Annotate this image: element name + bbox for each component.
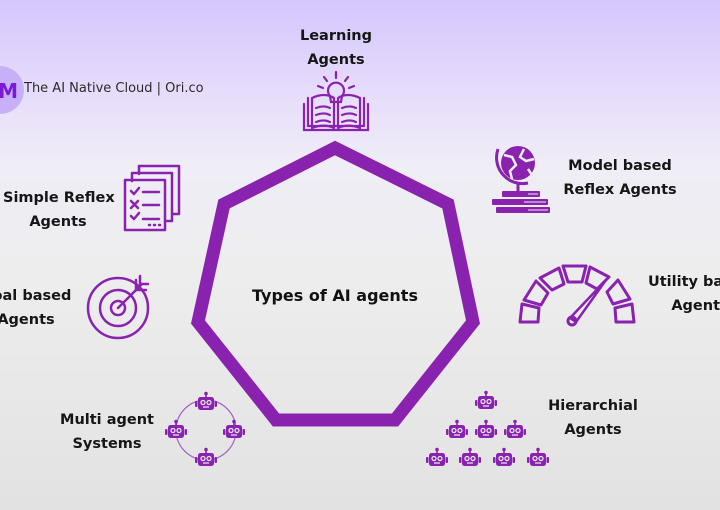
- robot-icon: [527, 447, 549, 466]
- label-line: Hierarchial: [548, 398, 638, 414]
- label-line: Reflex Agents: [563, 182, 677, 198]
- label-line: Model based: [568, 158, 672, 174]
- label-simple-reflex-agents: Simple Reflex Agents: [3, 186, 115, 234]
- robot-circle-icon: [165, 391, 245, 466]
- brand-logo-letter: M: [0, 79, 18, 103]
- robot-icon: [195, 447, 217, 466]
- robot-pyramid-icon: [426, 390, 549, 466]
- speedometer-gauge-icon: [518, 264, 636, 327]
- open-book-lightbulb-icon: [302, 70, 370, 132]
- robot-icon: [223, 419, 245, 438]
- label-line: Agents: [671, 298, 720, 314]
- label-multi-agent-systems: Multi agent Systems: [52, 408, 162, 456]
- robot-icon: [446, 419, 468, 438]
- robot-icon: [426, 447, 448, 466]
- globe-books-icon: [492, 146, 550, 213]
- label-line: Agents: [0, 312, 55, 328]
- label-utility-based-agents: Utility based Agents: [640, 270, 720, 318]
- robot-icon: [475, 419, 497, 438]
- brand-text: The AI Native Cloud | Ori.co: [24, 81, 204, 96]
- label-learning-agents: Learning Agents: [286, 24, 386, 72]
- label-line: Agents: [29, 214, 87, 230]
- label-line: Simple Reflex: [3, 190, 115, 206]
- label-line: Multi agent: [60, 412, 154, 428]
- robot-icon: [195, 391, 217, 410]
- label-line: Agents: [564, 422, 622, 438]
- robot-icon: [493, 447, 515, 466]
- robot-icon: [504, 419, 526, 438]
- label-line: Agents: [307, 52, 365, 68]
- label-goal-based-agents: Goal based Agents: [0, 284, 86, 332]
- robot-icon: [475, 390, 497, 409]
- robot-icon: [165, 419, 187, 438]
- label-line: Learning: [299, 28, 372, 44]
- label-model-based-reflex-agents: Model based Reflex Agents: [560, 154, 680, 202]
- label-line: Systems: [72, 436, 142, 452]
- label-line: Goal based: [0, 288, 72, 304]
- checklist-documents-icon: [123, 164, 181, 232]
- robot-icon: [459, 447, 481, 466]
- heptagon-outline: [190, 140, 480, 427]
- diagram-title: Types of AI agents: [252, 286, 418, 305]
- label-line: Utility based: [647, 274, 720, 290]
- target-arrow-icon: [86, 274, 150, 340]
- label-hierarchial-agents: Hierarchial Agents: [543, 394, 643, 442]
